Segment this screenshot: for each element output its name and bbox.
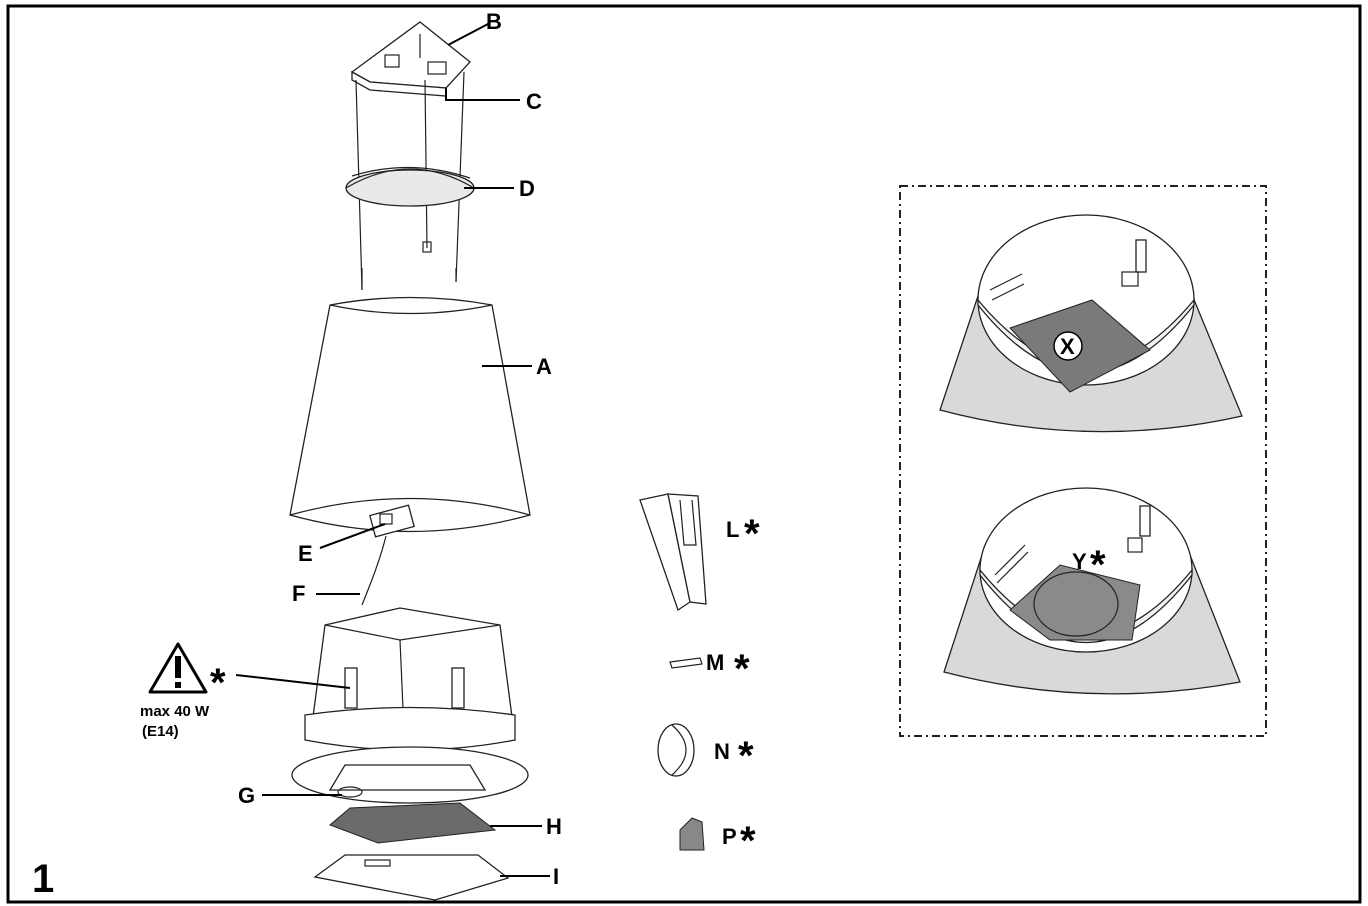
accessory-n: N * <box>657 723 754 778</box>
label-b: B <box>486 9 502 34</box>
asterisk-y: * <box>1090 543 1106 587</box>
part-labels-main: B C D A E F G H I <box>238 9 562 889</box>
label-m: M <box>706 650 724 675</box>
motor-unit <box>291 607 529 804</box>
ring-d <box>345 166 475 207</box>
grease-filter-h <box>329 802 497 844</box>
label-x: X <box>1060 334 1075 359</box>
warning-triangle-icon <box>148 642 208 694</box>
label-p: P <box>722 824 737 849</box>
label-h: H <box>546 814 562 839</box>
hood-body-a <box>289 296 531 533</box>
label-g: G <box>238 783 255 808</box>
accessory-l: L * <box>639 493 760 612</box>
detail-carbon-filter-x: X <box>939 214 1243 433</box>
warning-wattage: max 40 W <box>140 703 210 720</box>
asterisk-m: * <box>734 647 750 691</box>
figure-number: 1 <box>32 857 54 901</box>
warning-bulb-type: (E14) <box>142 723 179 740</box>
label-d: D <box>519 176 535 201</box>
asterisk-l: * <box>744 512 760 556</box>
asterisk-p: * <box>740 819 756 863</box>
asterisk-n: * <box>738 734 754 778</box>
label-n: N <box>714 739 730 764</box>
lamp-socket-e <box>361 504 415 606</box>
page-border <box>6 4 1362 904</box>
detail-inset: X Y * <box>899 185 1267 737</box>
lamp-warning: * max 40 W (E14) <box>140 642 226 740</box>
leader-lines <box>235 23 550 877</box>
label-e: E <box>298 541 313 566</box>
label-c: C <box>526 89 542 114</box>
ceiling-bracket <box>350 21 471 97</box>
accessory-p: P * <box>679 817 756 863</box>
label-y: Y <box>1072 549 1087 574</box>
warning-asterisk: * <box>210 661 226 705</box>
label-f: F <box>292 581 305 606</box>
suspension-cables <box>355 71 465 291</box>
detail-filter-y: Y * <box>943 487 1241 695</box>
label-l: L <box>726 517 739 542</box>
panel-i <box>313 854 510 901</box>
label-i: I <box>553 864 559 889</box>
accessory-m: M * <box>669 647 750 691</box>
label-a: A <box>536 354 552 379</box>
